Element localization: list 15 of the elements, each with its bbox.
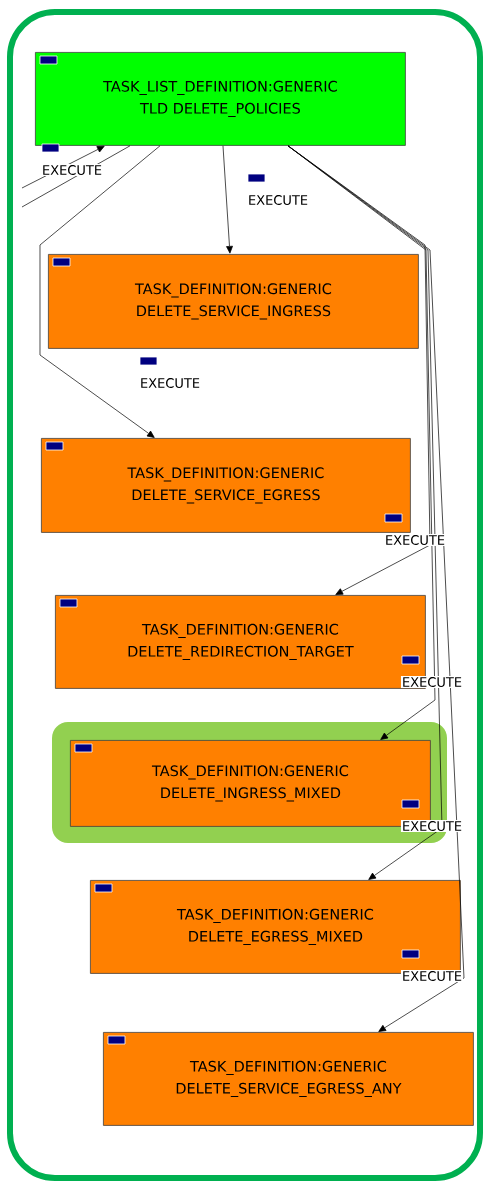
arrow bbox=[222, 145, 233, 254]
task-box: TASK_DEFINITION:GENERIC DELETE_SERVICE_EGRESS bbox=[41, 438, 411, 533]
edge-label: EXECUTE bbox=[400, 676, 464, 688]
arrow bbox=[287, 145, 443, 880]
edge-label: EXECUTE bbox=[400, 970, 464, 982]
edge-label: EXECUTE bbox=[400, 820, 464, 832]
edge-label: EXECUTE bbox=[40, 164, 104, 176]
edge-label: EXECUTE bbox=[383, 534, 447, 546]
task-box: TASK_LIST_DEFINITION:GENERIC TLD DELETE_POLICIES bbox=[35, 52, 406, 146]
edge-label: EXECUTE bbox=[138, 377, 202, 389]
arrow bbox=[39, 145, 161, 438]
task-box: TASK_DEFINITION:GENERIC DELETE_SERVICE_EGRESS_ANY bbox=[103, 1032, 474, 1126]
task-box: TASK_DEFINITION:GENERIC DELETE_SERVICE_INGRESS bbox=[48, 254, 419, 349]
edge-label: EXECUTE bbox=[246, 194, 310, 206]
arrow bbox=[287, 145, 465, 1032]
